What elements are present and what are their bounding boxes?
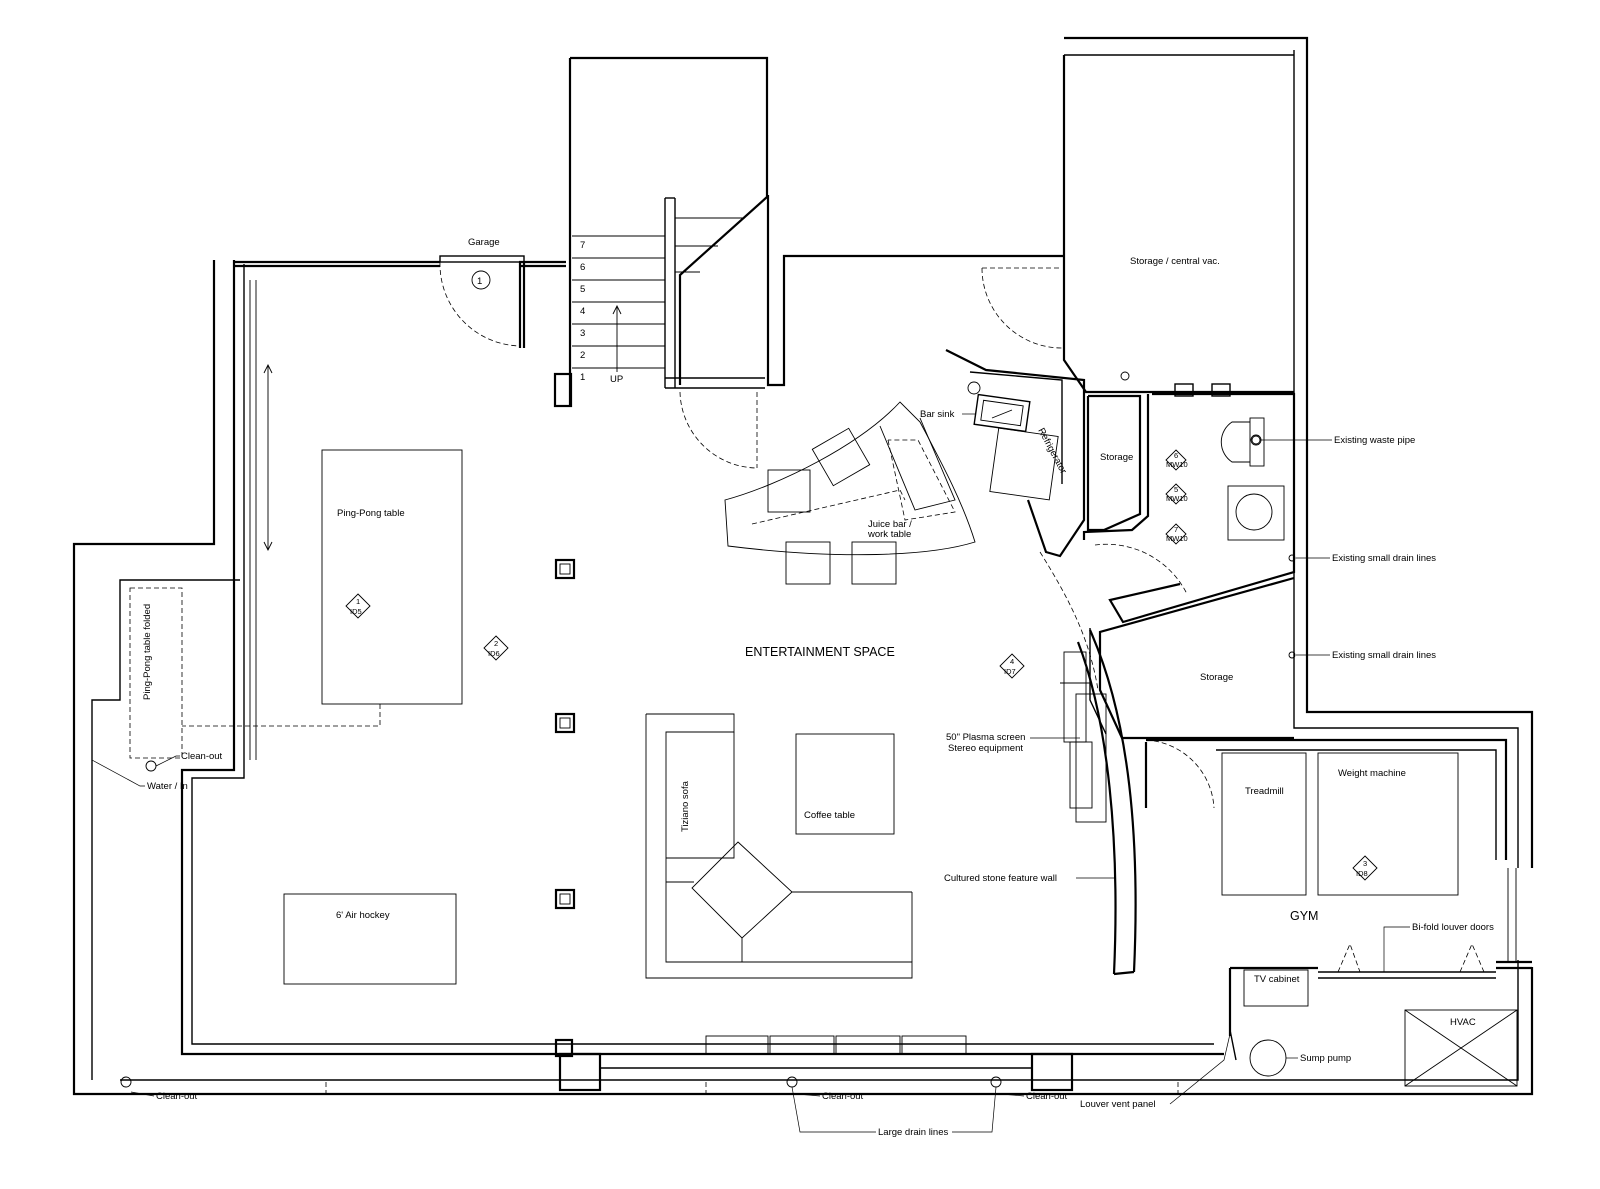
note-drain-lines: Existing small drain lines xyxy=(1332,650,1436,661)
door-swings xyxy=(679,267,1215,809)
note-plasma: 50" Plasma screen xyxy=(946,732,1025,743)
garage-door: 1 Garage xyxy=(439,237,526,348)
bottom-openings xyxy=(325,1067,1179,1094)
tag-number: 7 xyxy=(1174,525,1178,534)
gym-label: GYM xyxy=(1290,909,1318,923)
ping-pong-label: Ping-Pong table xyxy=(337,508,405,519)
utility-area: TV cabinet HVAC xyxy=(1228,968,1518,1087)
tag-code: ID5 xyxy=(350,607,362,616)
stair-treads xyxy=(572,217,745,372)
note-water-in: Water / In xyxy=(147,781,188,792)
refrigerator-label: Refrigerator xyxy=(1035,426,1068,475)
annotations: Existing waste pipe Existing small drain… xyxy=(91,435,1494,1138)
note-large-drain: Large drain lines xyxy=(878,1127,948,1138)
note-louver-vent: Louver vent panel xyxy=(1080,1099,1156,1110)
work-table-label: work table xyxy=(867,529,911,540)
note-feature-wall: Cultured stone feature wall xyxy=(944,873,1057,884)
tag-number: 5 xyxy=(1174,485,1178,494)
bar-stool xyxy=(851,541,897,585)
weight-machine xyxy=(1317,752,1459,896)
tag-code: MW10 xyxy=(1166,534,1188,543)
column xyxy=(554,558,576,580)
door-tag-1 xyxy=(471,270,491,290)
note-drain-lines: Existing small drain lines xyxy=(1332,553,1436,564)
storage-label: Storage xyxy=(1100,452,1133,463)
tag-number: 2 xyxy=(494,639,498,648)
tv-cabinet-label: TV cabinet xyxy=(1254,974,1300,985)
weight-machine-label: Weight machine xyxy=(1338,768,1406,779)
note-clean-out: Clean-out xyxy=(156,1091,198,1102)
storage-central-vac-label: Storage / central vac. xyxy=(1130,256,1220,267)
garage-label: Garage xyxy=(468,237,500,248)
entertainment-space-label: ENTERTAINMENT SPACE xyxy=(745,645,895,659)
ping-pong-folded-label: Ping-Pong table folded xyxy=(142,604,153,700)
storage-small: Storage xyxy=(1086,394,1142,532)
air-hockey-label: 6' Air hockey xyxy=(336,910,390,921)
bar-stool xyxy=(811,427,871,487)
treadmill-label: Treadmill xyxy=(1245,786,1284,797)
step-number: 1 xyxy=(580,372,585,383)
bar-sink-label: Bar sink xyxy=(920,409,955,420)
tag-code: MW10 xyxy=(1166,460,1188,469)
step-number: 4 xyxy=(580,306,585,317)
note-waste-pipe: Existing waste pipe xyxy=(1334,435,1415,446)
stair-step-numbers: 1 2 3 4 5 6 7 UP xyxy=(580,240,623,385)
sump-pump xyxy=(1249,1039,1287,1077)
note-bifold: Bi-fold louver doors xyxy=(1412,922,1494,933)
gym: Treadmill Weight machine GYM 3 ID8 xyxy=(1146,738,1532,979)
bathroom: 6 MW10 5 MW10 7 MW10 xyxy=(1082,371,1296,624)
ping-pong-table xyxy=(321,449,463,705)
juice-bar-label: Juice bar / xyxy=(868,519,912,530)
feature-wall xyxy=(1039,551,1137,976)
left-glass-panel xyxy=(249,280,273,760)
exterior-walls xyxy=(72,36,1534,1096)
entertainment-furniture: Ping-Pong table Ping-Pong table folded 1… xyxy=(129,449,1025,1055)
tag-number: 4 xyxy=(1010,657,1014,666)
note-sump-pump: Sump pump xyxy=(1300,1053,1351,1064)
coffee-table-label: Coffee table xyxy=(804,810,855,821)
stair-up-label: UP xyxy=(610,374,623,385)
juice-bar: Juice bar / work table xyxy=(724,401,976,585)
tv-cabinet xyxy=(1243,969,1309,1007)
tag-number: 1 xyxy=(356,597,360,606)
step-number: 3 xyxy=(580,328,585,339)
step-number: 5 xyxy=(580,284,585,295)
coffee-table xyxy=(795,733,895,835)
tag-code: ID7 xyxy=(1004,667,1016,676)
air-hockey-table xyxy=(283,893,457,985)
note-clean-out: Clean-out xyxy=(181,751,223,762)
bar-stool xyxy=(785,541,831,585)
column xyxy=(554,712,576,734)
step-number: 6 xyxy=(580,262,585,273)
column xyxy=(554,888,576,910)
step-number: 7 xyxy=(580,240,585,251)
tag-number: 6 xyxy=(1174,451,1178,460)
tag-code: MW10 xyxy=(1166,494,1188,503)
bar-stool xyxy=(767,469,811,513)
tag-number: 3 xyxy=(1363,859,1367,868)
note-clean-out: Clean-out xyxy=(1026,1091,1068,1102)
step-number: 2 xyxy=(580,350,585,361)
sofa-label: Tiziano sofa xyxy=(680,780,691,832)
tag-code: ID8 xyxy=(1356,869,1368,878)
note-clean-out: Clean-out xyxy=(822,1091,864,1102)
hvac-unit xyxy=(1404,1009,1518,1087)
note-stereo: Stereo equipment xyxy=(948,743,1023,754)
bar-block: Refrigerator Bar sink xyxy=(920,349,1086,558)
ping-pong-folded xyxy=(129,587,183,759)
hvac-label: HVAC xyxy=(1450,1017,1476,1028)
door-tag-number: 1 xyxy=(477,276,482,287)
tag-code: ID6 xyxy=(488,649,500,658)
treadmill xyxy=(1221,752,1307,896)
storage-label: Storage xyxy=(1200,672,1233,683)
